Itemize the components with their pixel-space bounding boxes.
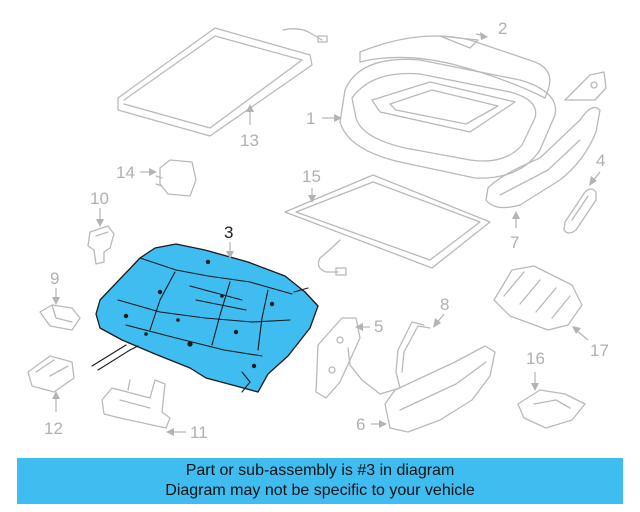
callout-17: 17 bbox=[590, 341, 609, 360]
callout-12: 12 bbox=[44, 419, 63, 438]
part-2-cushion-cover[interactable] bbox=[359, 35, 551, 99]
info-banner: Part or sub-assembly is #3 in diagram Di… bbox=[17, 458, 623, 504]
callout-15: 15 bbox=[302, 167, 321, 186]
leader-lines bbox=[52, 32, 601, 436]
part-9-cap[interactable] bbox=[39, 304, 81, 331]
callout-3: 3 bbox=[224, 223, 233, 242]
callout-8: 8 bbox=[440, 295, 449, 314]
part-10-clip[interactable] bbox=[87, 225, 115, 265]
banner-line-2: Diagram may not be specific to your vehi… bbox=[165, 482, 475, 499]
callout-2: 2 bbox=[498, 19, 507, 38]
callout-1: 1 bbox=[306, 109, 315, 128]
callout-14: 14 bbox=[116, 163, 135, 182]
part-16-switch[interactable] bbox=[517, 389, 586, 429]
part-13-heater-pad[interactable] bbox=[117, 27, 328, 137]
callout-13: 13 bbox=[240, 131, 259, 150]
callout-5: 5 bbox=[374, 317, 383, 336]
part-11-rail-bracket[interactable] bbox=[101, 379, 171, 429]
part-8-wire[interactable] bbox=[347, 321, 431, 395]
callout-16: 16 bbox=[526, 349, 545, 368]
parts-diagram: 2 1 13 14 15 4 10 3 7 9 8 5 17 16 12 11 … bbox=[27, 19, 609, 442]
part-7-side-shield[interactable] bbox=[485, 71, 607, 209]
banner-line-1: Part or sub-assembly is #3 in diagram bbox=[185, 462, 455, 479]
callout-6: 6 bbox=[356, 415, 365, 434]
part-5-side-plate[interactable] bbox=[315, 317, 361, 399]
callout-4: 4 bbox=[596, 151, 605, 170]
callout-9: 9 bbox=[50, 269, 59, 288]
part-14-sensor[interactable] bbox=[155, 159, 197, 197]
part-1-cushion-foam[interactable] bbox=[339, 58, 557, 179]
callout-11: 11 bbox=[190, 423, 208, 442]
callout-labels: 2 1 13 14 15 4 10 3 7 9 8 5 17 16 12 11 … bbox=[44, 19, 609, 442]
part-12-bracket[interactable] bbox=[27, 355, 75, 393]
part-17-control-module[interactable] bbox=[493, 265, 583, 331]
callout-10: 10 bbox=[90, 189, 109, 208]
part-4-switch-knob[interactable] bbox=[563, 188, 597, 234]
part-6-side-shield-inner[interactable] bbox=[384, 345, 496, 433]
callout-7: 7 bbox=[510, 233, 519, 252]
part-3-seat-frame[interactable] bbox=[91, 243, 319, 393]
part-15-occupant-mat[interactable] bbox=[284, 174, 491, 276]
